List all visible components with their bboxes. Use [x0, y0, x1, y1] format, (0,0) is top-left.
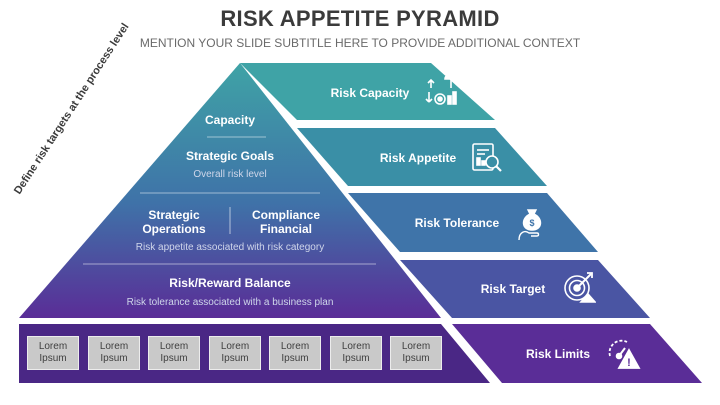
svg-text:!: !: [627, 357, 631, 369]
target-icon: [564, 272, 596, 303]
strategic-goals-sub: Overall risk level: [193, 169, 267, 180]
page-subtitle: MENTION YOUR SLIDE SUBTITLE HERE TO PROV…: [139, 36, 581, 50]
gauge-warning-icon: !: [608, 339, 641, 369]
strategic-goals-label: Strategic Goals: [185, 149, 275, 163]
band-risk-tolerance[interactable]: [348, 193, 598, 252]
band-risk-appetite[interactable]: [297, 128, 547, 186]
risk-reward-sub: Risk tolerance associated with a busines…: [126, 297, 334, 308]
lorem-box: Lorem Ipsum: [27, 336, 79, 370]
band-risk-capacity[interactable]: [240, 63, 495, 120]
pyramid-triangle: [19, 63, 441, 318]
appetite-sub: Risk appetite associated with risk categ…: [135, 242, 325, 253]
band-label-risk-target: Risk Target: [480, 282, 546, 296]
band-risk-target[interactable]: [400, 260, 650, 318]
risk-reward-label: Risk/Reward Balance: [169, 276, 291, 290]
strategic-operations-label: Strategic Operations: [142, 208, 206, 236]
lorem-box: Lorem Ipsum: [330, 336, 382, 370]
lorem-box: Lorem Ipsum: [269, 336, 321, 370]
capacity-label: Capacity: [204, 113, 256, 127]
report-search-icon: [472, 143, 502, 172]
band-label-risk-limits: Risk Limits: [525, 347, 591, 361]
risk-capacity-icon: [425, 76, 458, 105]
page-title: RISK APPETITE PYRAMID: [220, 6, 500, 31]
band-label-risk-appetite: Risk Appetite: [379, 151, 457, 165]
money-bag-hand-icon: $: [518, 209, 542, 241]
band-label-risk-capacity: Risk Capacity: [330, 86, 410, 100]
lorem-box: Lorem Ipsum: [390, 336, 442, 370]
lorem-box: Lorem Ipsum: [88, 336, 140, 370]
lorem-box: Lorem Ipsum: [148, 336, 200, 370]
band-label-risk-tolerance: Risk Tolerance: [414, 216, 500, 230]
compliance-financial-label: Compliance Financial: [251, 208, 320, 236]
lorem-box: Lorem Ipsum: [209, 336, 261, 370]
svg-text:$: $: [529, 218, 534, 228]
